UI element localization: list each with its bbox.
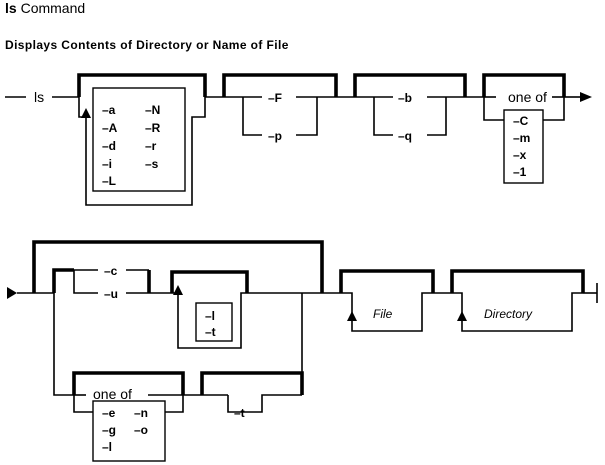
command-suffix: Command — [20, 0, 86, 16]
one-of-label: one of — [508, 89, 547, 105]
option: –g — [102, 423, 116, 437]
option-group-f-p: –F –p — [222, 73, 338, 143]
repeat-arrow-icon — [173, 285, 183, 295]
option: –e — [102, 406, 116, 420]
option-group-b-q: –b –q — [353, 73, 467, 143]
option: –x — [513, 148, 527, 162]
option-F: –F — [268, 91, 282, 105]
option: –L — [102, 174, 116, 188]
option-p: –p — [268, 129, 282, 143]
branch-line — [73, 270, 98, 294]
option-t: –t — [234, 406, 245, 420]
repeat-group-file: File — [339, 269, 435, 332]
branch-line — [483, 97, 504, 121]
branch-line — [227, 394, 302, 413]
option-q: –q — [398, 129, 412, 143]
option: –R — [145, 121, 161, 135]
bypass-line — [32, 240, 324, 293]
file-operand: File — [373, 307, 393, 321]
directory-operand: Directory — [484, 307, 533, 321]
branch-line — [165, 395, 184, 413]
command-name: ls — [5, 0, 17, 16]
option: –m — [513, 131, 530, 145]
start-label: ls — [34, 89, 44, 105]
branch-line — [373, 97, 393, 136]
branch-line — [543, 97, 565, 121]
command-heading: ls Command — [5, 0, 85, 16]
one-of-label: one of — [93, 386, 132, 402]
option: –a — [102, 103, 116, 117]
repeat-group-directory: Directory — [450, 269, 585, 332]
bypass-line — [339, 269, 435, 293]
repeat-group-l-t: –l –t — [170, 270, 249, 349]
continue-arrow-icon — [580, 92, 592, 102]
option: –r — [145, 139, 157, 153]
repeat-arrow-icon — [81, 108, 91, 118]
option: –o — [134, 423, 148, 437]
row1-syntax: ls –a –A –d –i –L –N –R –r –s –F – — [5, 73, 592, 206]
continue-arrow-icon — [7, 287, 17, 299]
option-group-t: –t — [200, 371, 304, 420]
option-c: –c — [104, 264, 118, 278]
bypass-line — [482, 73, 566, 97]
command-description: Displays Contents of Directory or Name o… — [5, 38, 289, 52]
option: –l — [102, 440, 112, 454]
option: –A — [102, 121, 118, 135]
repeat-loop-line — [78, 97, 206, 206]
options-box — [92, 400, 166, 462]
option: –1 — [513, 165, 527, 179]
bypass-line — [77, 73, 207, 97]
row2-syntax: –c –u –l –t one of –e –g –l — [7, 240, 598, 462]
option-u: –u — [104, 287, 118, 301]
option-l: –l — [205, 309, 215, 323]
repeat-loop-line — [452, 292, 583, 332]
repeat-group-options: –a –A –d –i –L –N –R –r –s — [77, 73, 207, 206]
branch-line — [53, 293, 74, 396]
one-of-group-row2: one of –e –g –l –n –o — [53, 293, 185, 462]
option-t: –t — [205, 325, 216, 339]
bypass-line — [52, 268, 74, 293]
bypass-line — [353, 73, 467, 97]
option-group-c-u: –c –u — [34, 264, 172, 301]
bypass-line — [222, 73, 338, 97]
option: –i — [102, 157, 112, 171]
option-b: –b — [398, 91, 412, 105]
bypass-line — [170, 270, 249, 293]
branch-line — [242, 97, 262, 136]
options-box — [92, 87, 186, 192]
repeat-arrow-icon — [347, 311, 357, 321]
option: –d — [102, 139, 116, 153]
repeat-arrow-icon — [457, 311, 467, 321]
branch-line — [427, 97, 447, 136]
option: –s — [145, 157, 159, 171]
option: –n — [134, 406, 148, 420]
branch-line — [296, 97, 318, 136]
one-of-group-row1: one of –C –m –x –1 — [482, 73, 566, 184]
options-box — [195, 302, 233, 342]
bypass-line — [450, 269, 585, 293]
bypass-line — [200, 371, 304, 395]
branch-line — [73, 395, 93, 413]
bypass-line — [72, 371, 185, 395]
repeat-loop-line — [341, 292, 433, 332]
option: –N — [145, 103, 160, 117]
option: –C — [513, 114, 529, 128]
options-box — [503, 109, 544, 184]
